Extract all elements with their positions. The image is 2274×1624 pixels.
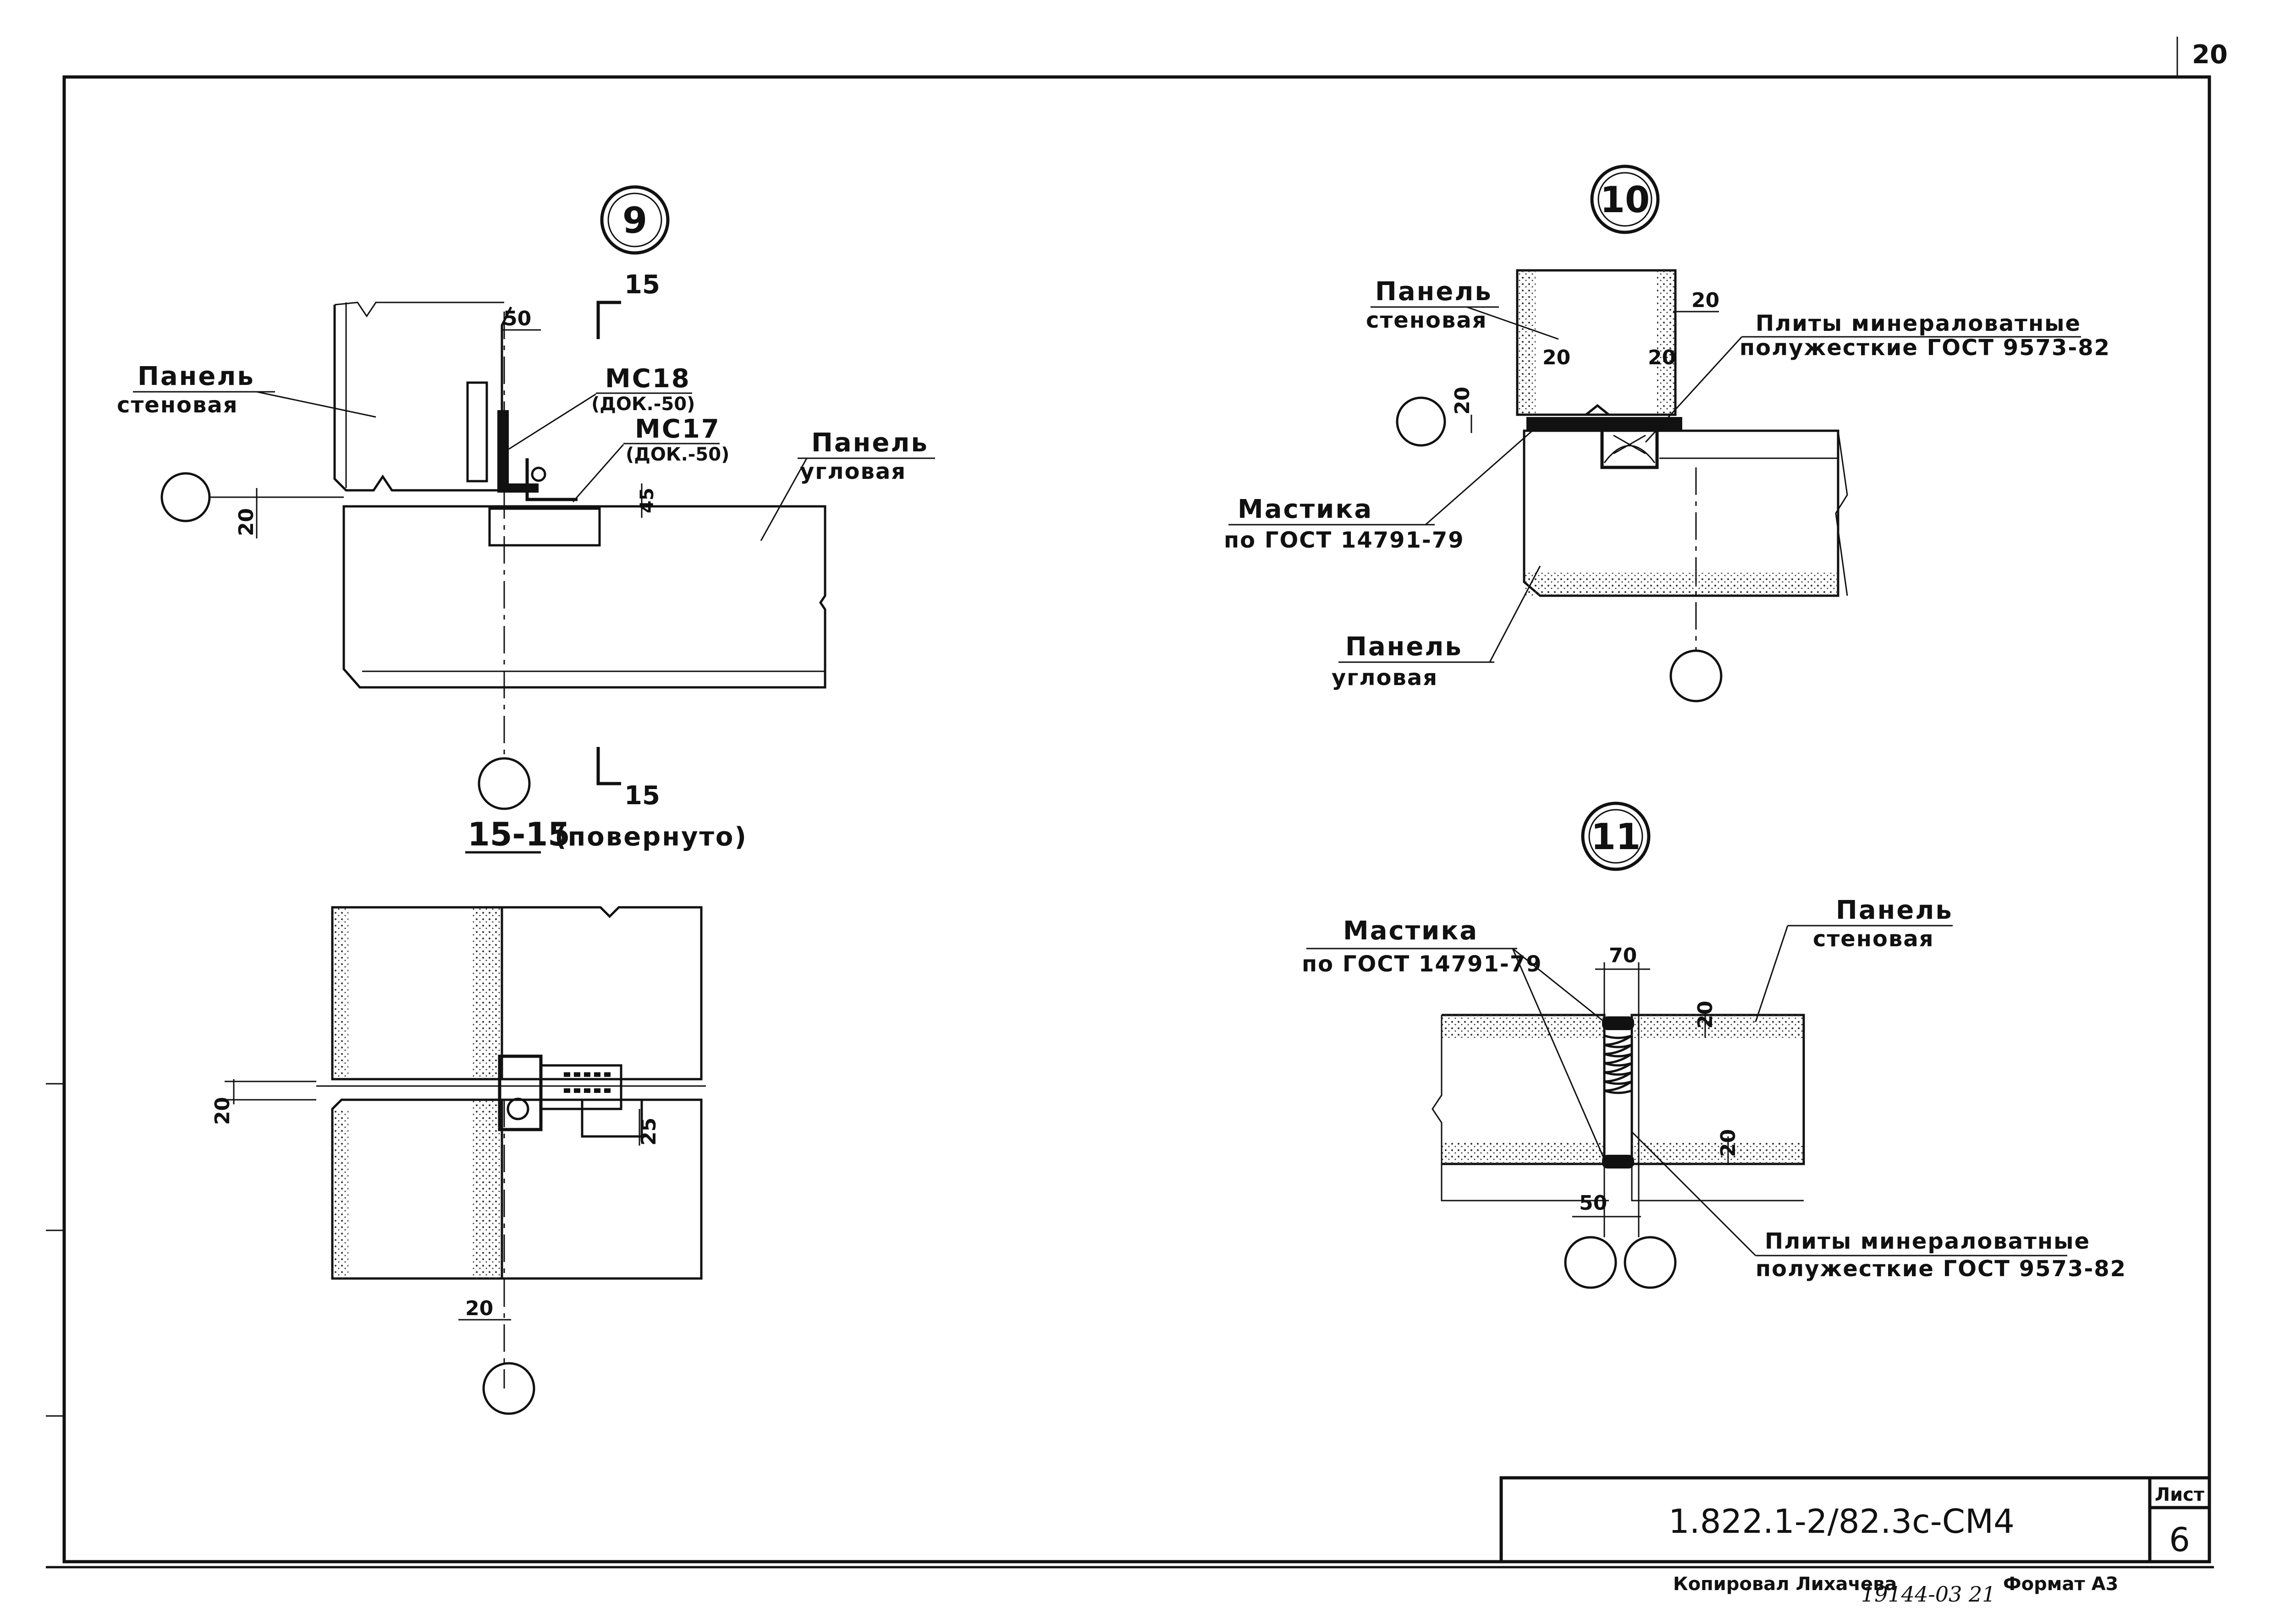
section-15-dim-20-bottom: 20 xyxy=(465,1297,493,1320)
section-15-dim-25: 25 xyxy=(637,1118,661,1146)
node-11-detail: 11 70 50 20 20 Мастика по ГОСТ 14791-79 xyxy=(1302,801,2126,1289)
node-11-plates-line2: полужесткие ГОСТ 9573-82 xyxy=(1756,1256,2126,1282)
node-10-dim-20-b: 20 xyxy=(1648,346,1676,369)
node-10-marker-circle xyxy=(1590,165,1660,234)
node-10-detail: 10 20 20 20 20 Панель стеновая Плиты мин… xyxy=(1224,165,2110,702)
section-15-title: 15-15 xyxy=(468,816,570,853)
node-10-plates-line1: Плиты минераловатные xyxy=(1756,311,2081,336)
node-9-panel-wall-line1: Панель xyxy=(138,362,255,391)
node-9-ms18-note: (ДОК.-50) xyxy=(591,394,695,415)
footer-format: Формат А3 xyxy=(2003,1574,2118,1595)
node-11-mastic-line2: по ГОСТ 14791-79 xyxy=(1302,951,1542,977)
node-10-dim-20-top: 20 xyxy=(1691,289,1719,312)
node-9-ms17-label: МС17 xyxy=(635,414,721,444)
node-9-ms18-label: МС18 xyxy=(605,364,691,394)
node-10-axis-bubble-left xyxy=(1396,396,1446,447)
sheet-corner-number: 20 xyxy=(2192,40,2228,70)
node-11-axis-bubble-right xyxy=(1624,1236,1677,1289)
node-9-panel-corner-line1: Панель xyxy=(811,428,929,458)
node-11-dim-20-top: 20 xyxy=(1694,1001,1717,1029)
node-9-panel-corner-line2: угловая xyxy=(800,459,906,484)
footer-copied-by: Копировал Лихачева xyxy=(1673,1574,1897,1595)
node-10-panel-wall-line2: стеновая xyxy=(1366,307,1487,333)
section-15-detail: 15-15 (повернуто) 20 25 20 xyxy=(211,816,748,1415)
node-9-marker-number: 9 xyxy=(622,200,647,241)
title-block-doc-code: 1.822.1-2/82.3с-СМ4 xyxy=(1668,1502,2015,1541)
node-9-detail: 9 15 50 20 45 Панель стеновая xyxy=(117,185,935,811)
node-9-section-mark-top: 15 xyxy=(624,270,660,300)
node-9-ms17-note: (ДОК.-50) xyxy=(626,444,729,465)
node-11-axis-bubble-left xyxy=(1564,1236,1617,1289)
node-11-dim-70: 70 xyxy=(1609,944,1637,967)
node-9-axis-bubble-bottom xyxy=(478,757,531,810)
title-block-sheet-label: Лист xyxy=(2155,1484,2205,1505)
node-9-marker-circle xyxy=(600,185,670,255)
node-11-plates-line1: Плиты минераловатные xyxy=(1765,1229,2090,1254)
node-11-marker-circle xyxy=(1581,801,1651,871)
section-15-title-note: (повернуто) xyxy=(555,822,748,852)
node-11-dim-50: 50 xyxy=(1579,1191,1607,1215)
section-15-dim-20-left: 20 xyxy=(211,1097,234,1125)
node-10-dim-20-left: 20 xyxy=(1451,387,1474,415)
node-9-section-mark-bottom: 15 xyxy=(624,781,660,811)
node-10-mastic-line1: Мастика xyxy=(1238,494,1373,524)
node-11-dim-20-bottom: 20 xyxy=(1717,1129,1740,1157)
title-block: 1.822.1-2/82.3с-СМ4 Лист 6 xyxy=(1499,1476,2211,1564)
node-11-panel-wall-line2: стеновая xyxy=(1813,926,1934,952)
node-9-panel-wall-line2: стеновая xyxy=(117,392,238,418)
node-9-dim-45: 45 xyxy=(637,488,658,513)
node-10-dim-20-a: 20 xyxy=(1542,346,1570,369)
footer-handwritten-number: 19144-03 21 xyxy=(1861,1582,1996,1607)
node-10-panel-corner-line2: угловая xyxy=(1332,665,1438,691)
node-10-axis-bubble-bottom xyxy=(1669,649,1723,702)
node-11-mastic-line1: Мастика xyxy=(1343,916,1478,946)
node-9-dim-20: 20 xyxy=(235,508,258,536)
node-10-marker-number: 10 xyxy=(1600,180,1650,221)
node-10-panel-wall-line1: Панель xyxy=(1375,277,1492,307)
node-9-dim-50: 50 xyxy=(503,307,531,330)
node-9-axis-bubble-left xyxy=(160,472,211,522)
section-15-axis-bubble xyxy=(482,1362,535,1415)
node-11-panel-wall-line1: Панель xyxy=(1836,895,1953,925)
node-10-plates-line2: полужесткие ГОСТ 9573-82 xyxy=(1740,335,2110,361)
node-10-panel-corner-line1: Панель xyxy=(1345,632,1463,662)
title-block-sheet-number: 6 xyxy=(2169,1520,2190,1559)
node-10-mastic-line2: по ГОСТ 14791-79 xyxy=(1224,527,1465,553)
sheet-frame xyxy=(46,37,2214,1569)
node-11-marker-number: 11 xyxy=(1591,817,1641,858)
